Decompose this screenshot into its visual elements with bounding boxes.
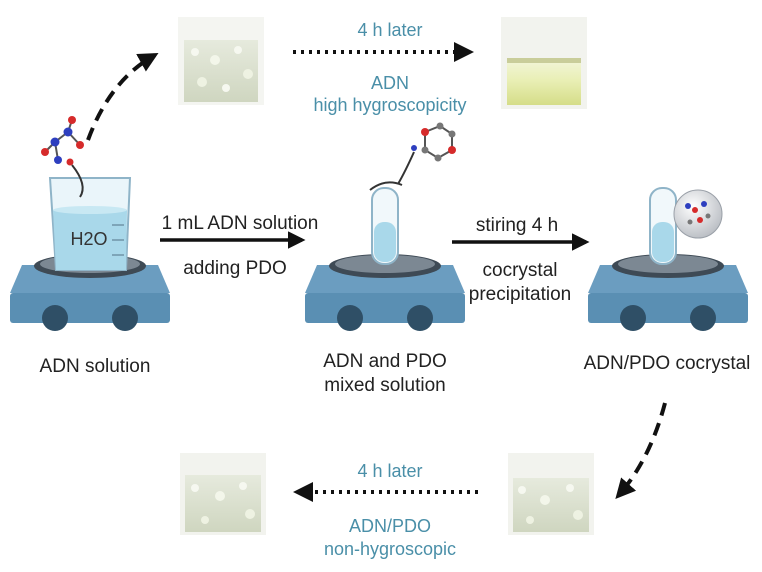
beaker-h2o-label: H2O [70,229,108,249]
arrow2-label-top: stiring 4 h [475,215,559,236]
pdo-molecule-icon [397,122,456,185]
arrow1-label-top: 1 mL ADN solution [161,213,319,234]
bottom-time-label: 4 h later [357,461,423,481]
bottom-caption-line2: non-hygroscopic [323,539,457,559]
test-tube-1 [369,181,403,265]
top-time-label: 4 h later [357,20,423,40]
photo-cocrystal-initial [508,453,594,535]
photo-adn-initial [178,17,264,105]
step1-label: ADN solution [39,356,151,377]
step2-label-line1: ADN and PDO [323,351,447,372]
cocrystal-sphere-icon [673,189,723,239]
top-caption-line2: high hygroscopicity [313,95,467,115]
arrow1-label-bottom: adding PDO [183,258,287,279]
top-caption-line1: ADN [370,73,409,93]
photo-adn-after-4h [501,17,587,109]
arrow2-label-bottom: precipitation [468,284,572,305]
bottom-caption-line1: ADN/PDO [348,516,431,536]
step2-label-line2: mixed solution [324,375,446,396]
step3-label: ADN/PDO cocrystal [583,353,751,374]
curved-dashed-arrow-down [615,402,667,499]
beaker [48,177,132,271]
arrow2-label-middle: cocrystal [482,260,558,281]
adn-molecule-icon [41,116,84,198]
test-tube-2 [649,187,677,265]
magnetic-stirrer-3 [588,254,748,331]
photo-cocrystal-after-4h [180,453,266,535]
curved-dashed-arrow-up [86,53,159,141]
magnetic-stirrer-2 [305,254,465,331]
